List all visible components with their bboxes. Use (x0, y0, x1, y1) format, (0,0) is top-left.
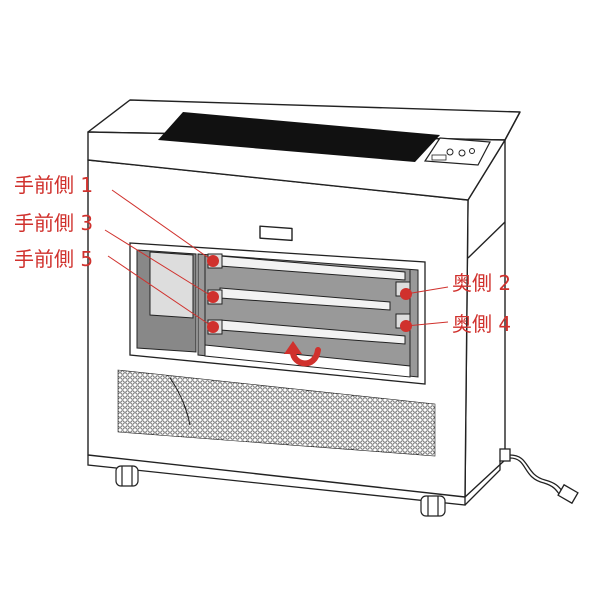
leader-lines (104, 189, 449, 328)
marker-back-4 (400, 320, 412, 332)
control-panel (423, 137, 491, 166)
rotate-arrow-icon (290, 347, 321, 367)
top-vent (158, 112, 440, 162)
caster-right (420, 495, 446, 517)
marker-front-5 (207, 321, 219, 333)
heater-window (129, 242, 426, 385)
power-cord (499, 448, 579, 505)
label-front-5: 手前側 5 (14, 247, 94, 271)
label-back-2: 奥側 2 (452, 271, 512, 295)
marker-back-2 (400, 288, 412, 300)
label-front-3: 手前側 3 (14, 211, 94, 235)
caster-left (115, 465, 139, 487)
label-back-4: 奥側 4 (452, 312, 512, 336)
label-front-1: 手前側 1 (14, 173, 94, 197)
marker-front-1 (207, 255, 219, 267)
vent-grille (117, 369, 436, 457)
handle (259, 225, 293, 242)
marker-front-3 (207, 291, 219, 303)
